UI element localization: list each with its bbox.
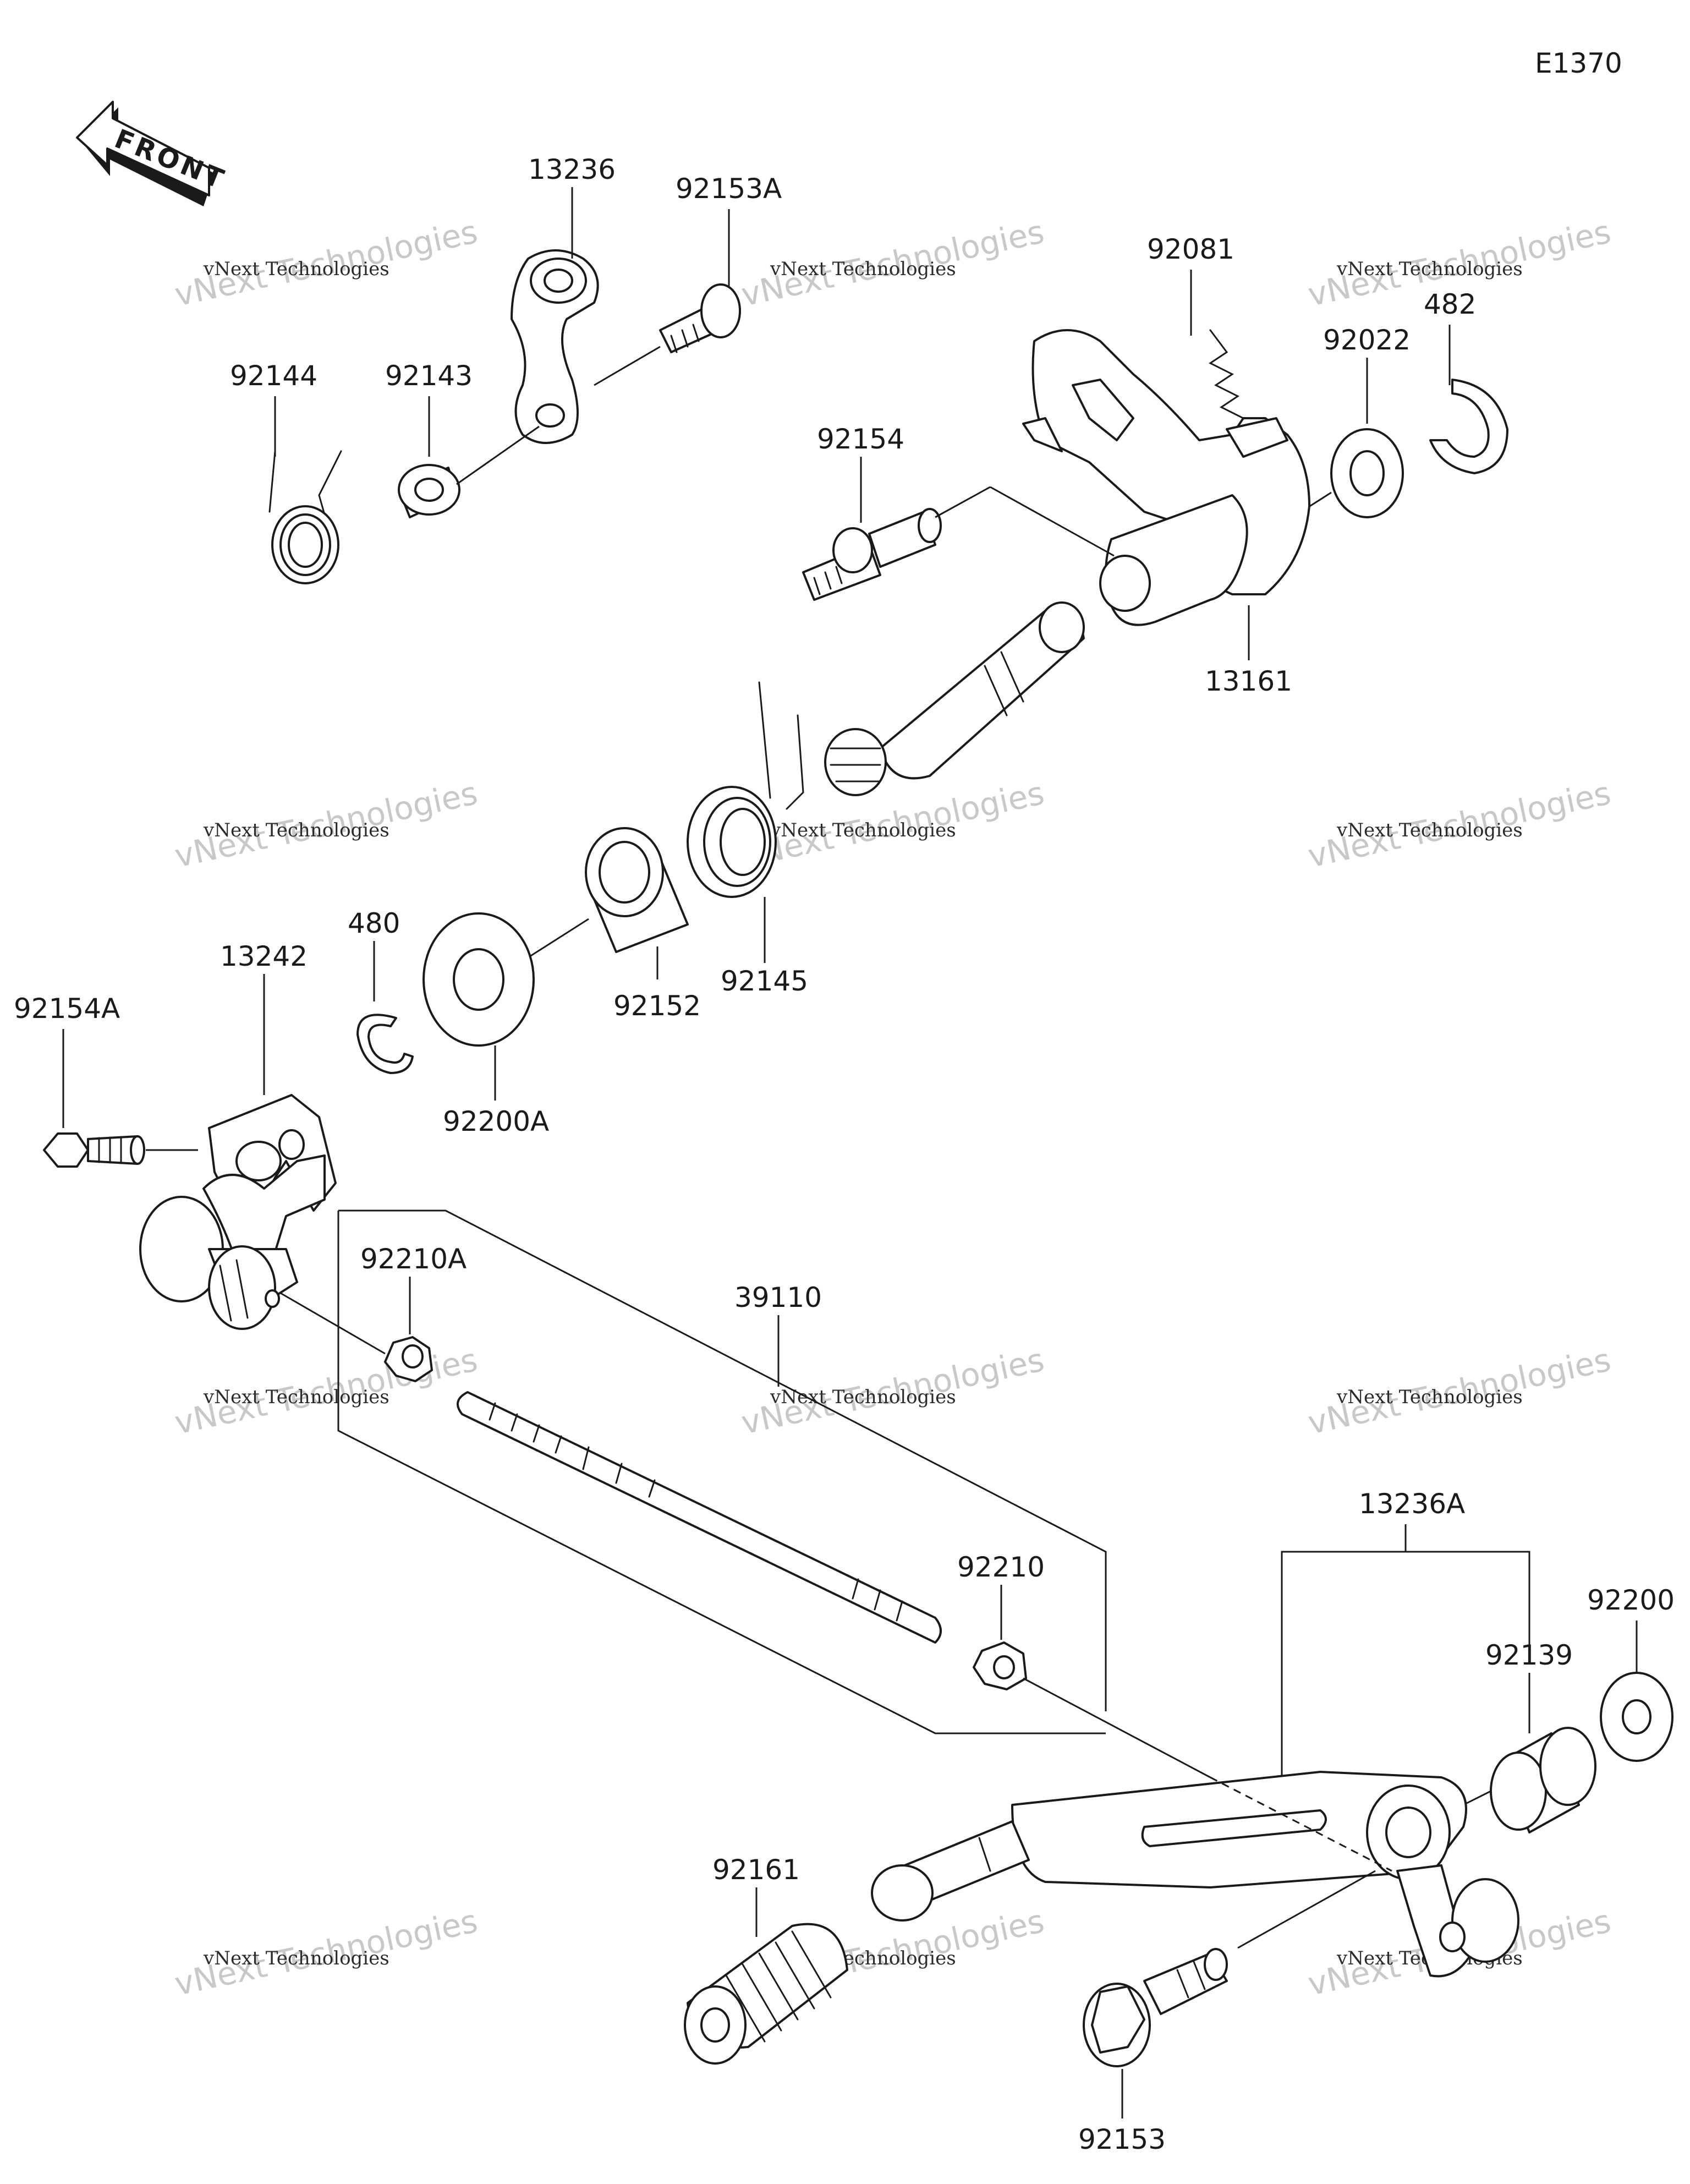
part-label-92139: 92139 (1485, 1639, 1573, 1671)
spring-92081-icon (1209, 329, 1250, 441)
watermark: vNext Technologies vNext Technologies (738, 213, 1047, 314)
svg-text:vNext Technologies: vNext Technologies (770, 819, 956, 841)
spring-92144-icon (268, 450, 342, 584)
circlip-480-icon (356, 1014, 414, 1074)
washer-92200A-icon (422, 912, 535, 1047)
nut-92210A-icon (384, 1336, 433, 1382)
bolt-92154-icon (802, 508, 942, 601)
shaft-13161-icon (824, 601, 1085, 796)
collar-92152-icon (585, 827, 689, 953)
watermark: vNext Technologies vNext Technologies (172, 213, 481, 314)
nut-92210-icon (973, 1641, 1027, 1690)
part-label-480: 480 (348, 907, 400, 939)
shift-arm-13236-icon (511, 249, 599, 444)
watermark: vNext Technologies vNext Technologies (172, 1902, 481, 2003)
part-label-92153: 92153 (1078, 2123, 1166, 2155)
part-label-92200: 92200 (1587, 1584, 1675, 1616)
footpeg-rubber-92161-icon (684, 1923, 848, 2065)
svg-text:vNext Technologies: vNext Technologies (770, 258, 956, 280)
svg-text:vNext Technologies: vNext Technologies (203, 258, 389, 280)
bolt-92153-icon (1083, 1948, 1228, 2067)
part-label-92161: 92161 (712, 1854, 800, 1886)
part-label-13236A: 13236A (1359, 1488, 1465, 1520)
bolt-92154A-icon (43, 1132, 145, 1168)
front-arrow-icon: FRONT (76, 101, 231, 206)
shift-mechanism-13161-icon (1022, 329, 1310, 626)
collar-92139-icon (1490, 1727, 1596, 1833)
part-label-92154A: 92154A (14, 993, 120, 1025)
part-label-39110: 39110 (734, 1282, 822, 1313)
collar-92143-icon (398, 464, 460, 518)
watermark: vNext Technologies vNext Technologies (738, 1341, 1047, 1442)
svg-text:vNext Technologies: vNext Technologies (1336, 819, 1523, 841)
tie-rod-39110-icon (457, 1391, 942, 1644)
svg-text:vNext Technologies: vNext Technologies (203, 1386, 389, 1408)
part-label-92143: 92143 (385, 360, 473, 392)
part-label-13161: 13161 (1205, 665, 1292, 697)
svg-text:vNext Technologies: vNext Technologies (1336, 1386, 1523, 1408)
svg-text:vNext Technologies: vNext Technologies (203, 819, 389, 841)
part-label-13242: 13242 (220, 940, 308, 972)
svg-text:vNext Technologies: vNext Technologies (1336, 258, 1523, 280)
spring-92145-icon (687, 681, 804, 898)
watermark: vNext Technologies vNext Technologies (1305, 1341, 1614, 1442)
part-label-92081: 92081 (1147, 233, 1234, 265)
part-label-92022: 92022 (1323, 324, 1411, 356)
part-label-92210: 92210 (957, 1551, 1045, 1583)
watermark: vNext Technologies vNext Technologies (172, 774, 481, 875)
lever-13242-icon (139, 1094, 337, 1330)
svg-text:vNext Technologies: vNext Technologies (770, 1386, 956, 1408)
washer-92200-icon (1600, 1672, 1673, 1762)
part-label-92210A: 92210A (360, 1243, 467, 1275)
washer-92022-icon (1330, 428, 1404, 518)
peg-bolt-icon (871, 1820, 1030, 1922)
shift-pedal-13236A-icon (1011, 1771, 1519, 1978)
part-label-92154: 92154 (817, 423, 904, 455)
watermark: vNext Technologies vNext Technologies (172, 1341, 481, 1442)
assembly-bracket-39110 (337, 1209, 1107, 1734)
part-label-92200A: 92200A (443, 1105, 549, 1137)
part-label-92144: 92144 (230, 360, 317, 392)
part-label-482: 482 (1424, 288, 1476, 320)
part-label-92152: 92152 (613, 990, 701, 1022)
part-label-92153A: 92153A (676, 173, 782, 205)
part-label-13236: 13236 (528, 154, 616, 185)
svg-text:vNext Technologies: vNext Technologies (203, 1947, 389, 1969)
watermark: vNext Technologies vNext Technologies (1305, 774, 1614, 875)
diagram-code: E1370 (1535, 47, 1622, 79)
bolt-92153A-icon (659, 283, 741, 353)
circlip-482-icon (1429, 379, 1508, 474)
part-label-92145: 92145 (721, 965, 808, 997)
watermark: vNext Technologies vNext Technologies (738, 774, 1047, 875)
